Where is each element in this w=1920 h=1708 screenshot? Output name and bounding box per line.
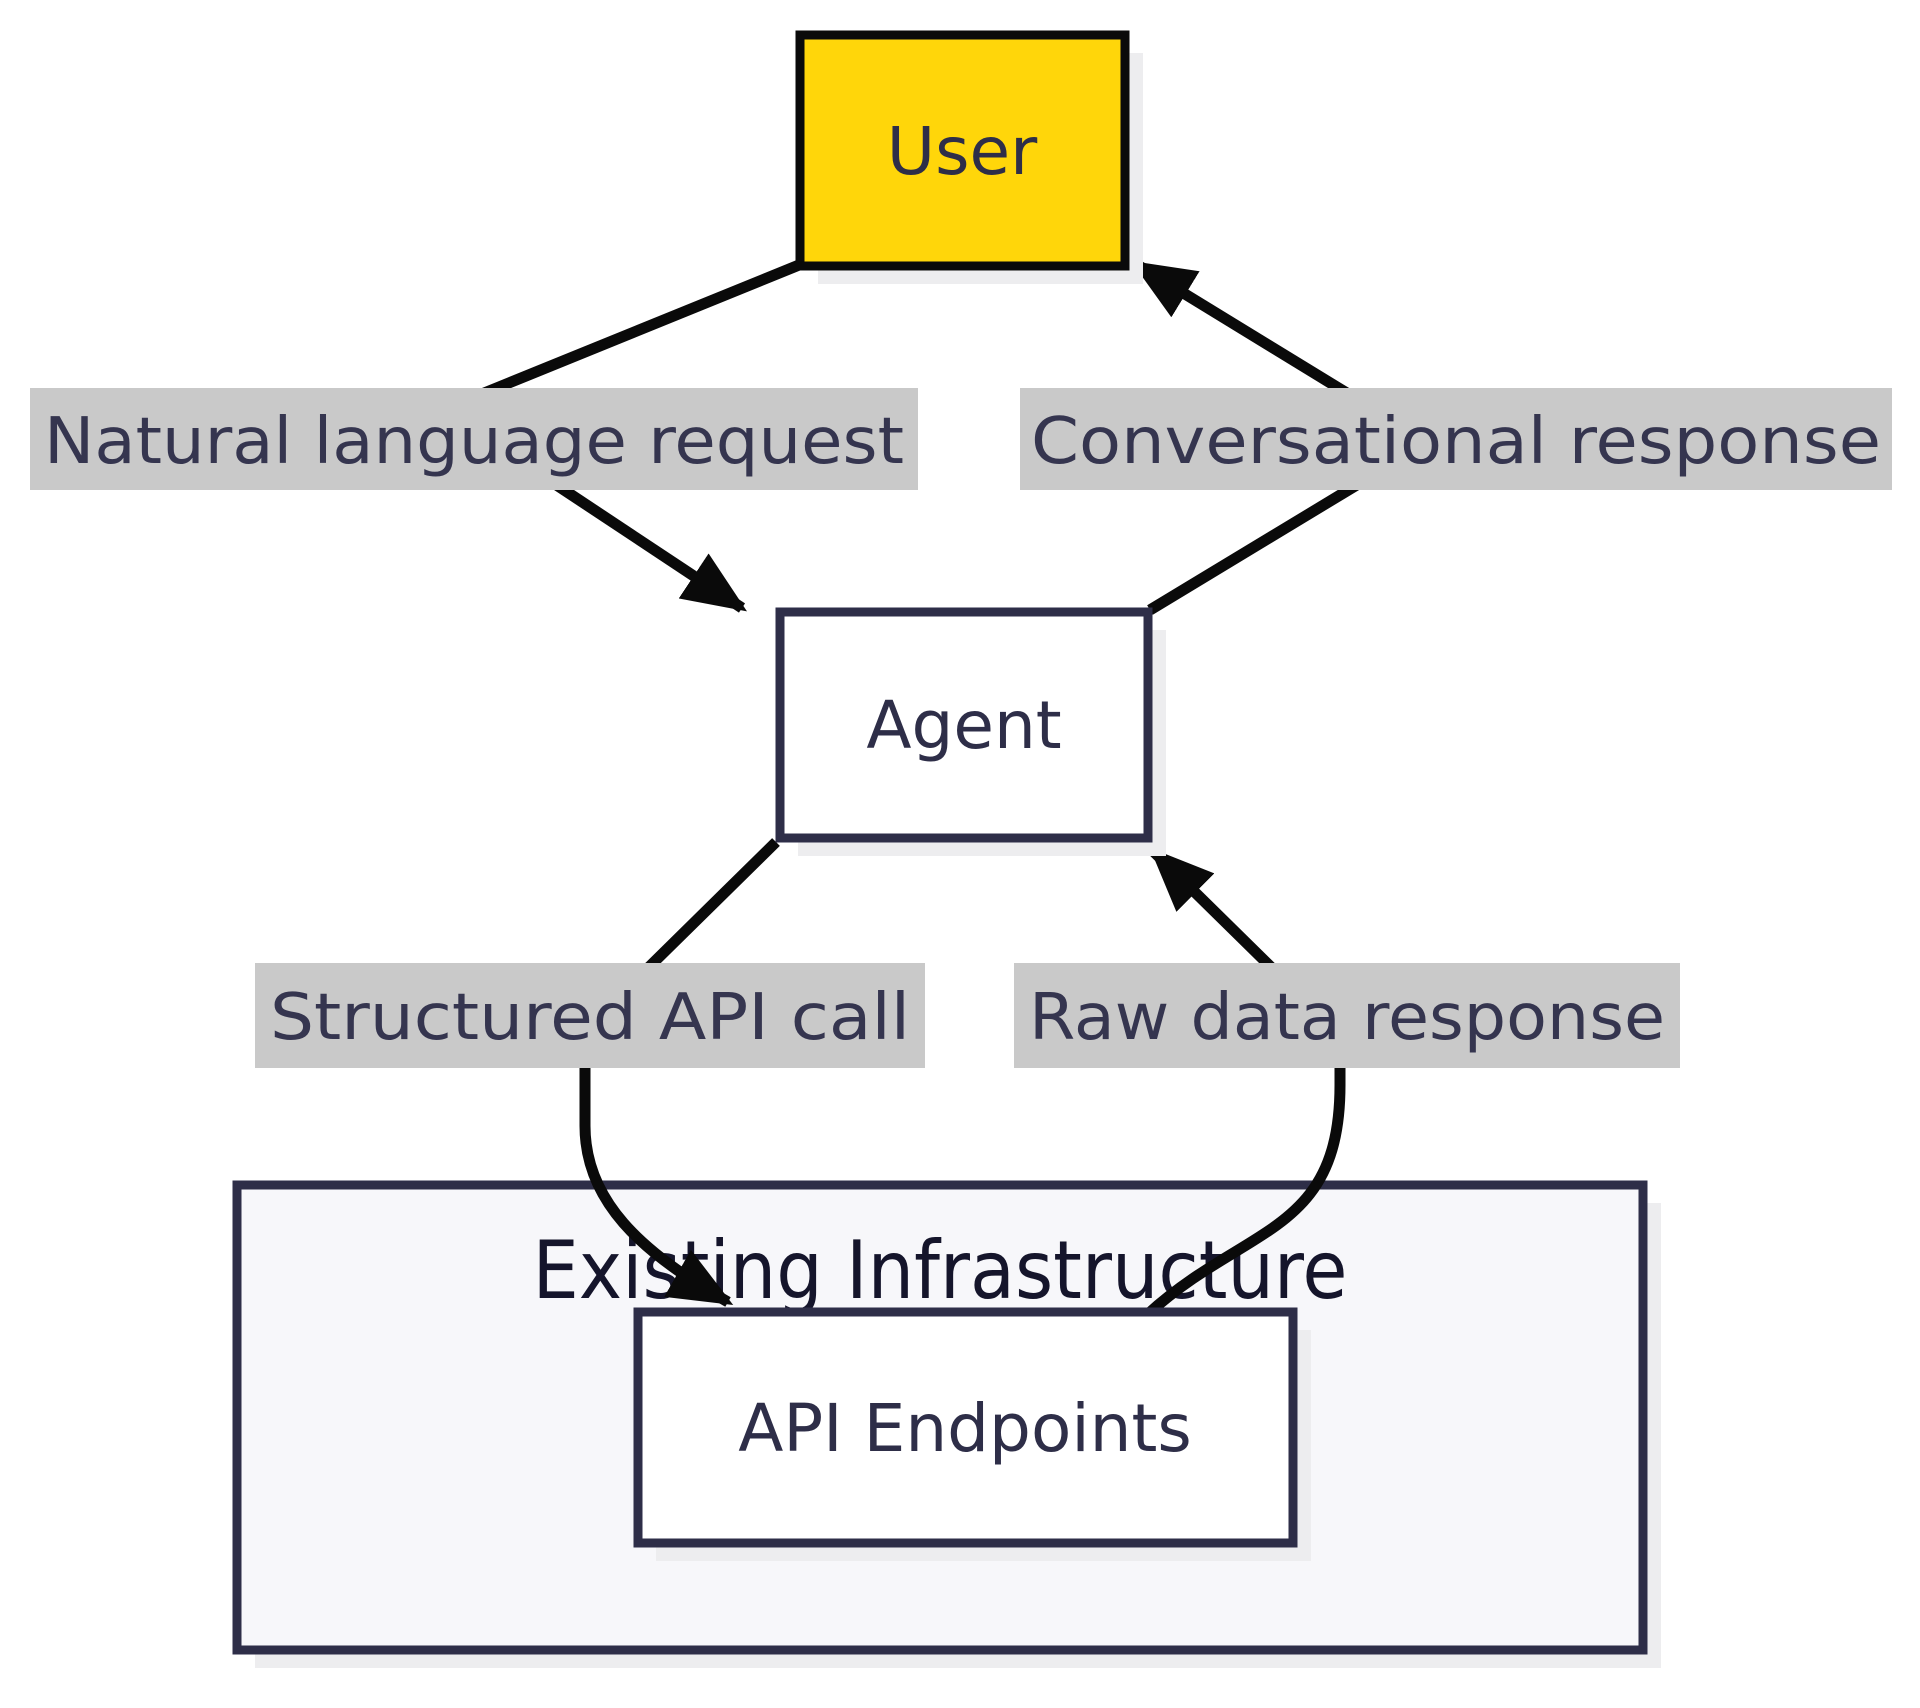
node-user: User bbox=[795, 30, 1143, 284]
edge-label-natural-language-request: Natural language request bbox=[30, 388, 918, 490]
node-box bbox=[795, 30, 1130, 271]
node-api-endpoints: API Endpoints bbox=[633, 1307, 1311, 1561]
edge-label-raw-data-response: Raw data response bbox=[1014, 963, 1680, 1068]
edge-label-bg bbox=[255, 963, 925, 1068]
edge-label-bg bbox=[1014, 963, 1680, 1068]
edge-label-raw-data-to-agent bbox=[1149, 847, 1280, 976]
edge-label-text: Natural language request bbox=[44, 405, 904, 479]
node-label: User bbox=[887, 113, 1038, 190]
node-box bbox=[775, 607, 1153, 843]
edge-endpoints-to-label-raw-data bbox=[1144, 1058, 1346, 1319]
node-box bbox=[633, 1307, 1298, 1548]
edge-label-bg bbox=[30, 388, 918, 490]
existing-infrastructure-title: Existing Infrastructure bbox=[533, 1224, 1348, 1317]
edge-agent-to-label-conversational bbox=[1147, 475, 1368, 615]
edge-label-text: Conversational response bbox=[1031, 405, 1881, 479]
edge-label-conversational-response: Conversational response bbox=[1020, 388, 1892, 490]
edge-label-structured-api-call: Structured API call bbox=[255, 963, 925, 1068]
edge-user-to-label-natural-language bbox=[469, 257, 807, 404]
edge-label-structured-api-to-endpoints bbox=[579, 1058, 734, 1307]
node-label: API Endpoints bbox=[738, 1390, 1192, 1467]
edge-label-natural-language-to-agent bbox=[548, 477, 748, 613]
node-agent: Agent bbox=[775, 607, 1166, 856]
edge-label-text: Structured API call bbox=[270, 981, 910, 1055]
edge-label-bg bbox=[1020, 388, 1892, 490]
node-label: Agent bbox=[866, 687, 1061, 764]
edge-label-text: Raw data response bbox=[1029, 981, 1665, 1055]
edge-agent-to-label-structured-api bbox=[644, 838, 780, 972]
edge-label-conversational-to-user bbox=[1130, 259, 1353, 400]
